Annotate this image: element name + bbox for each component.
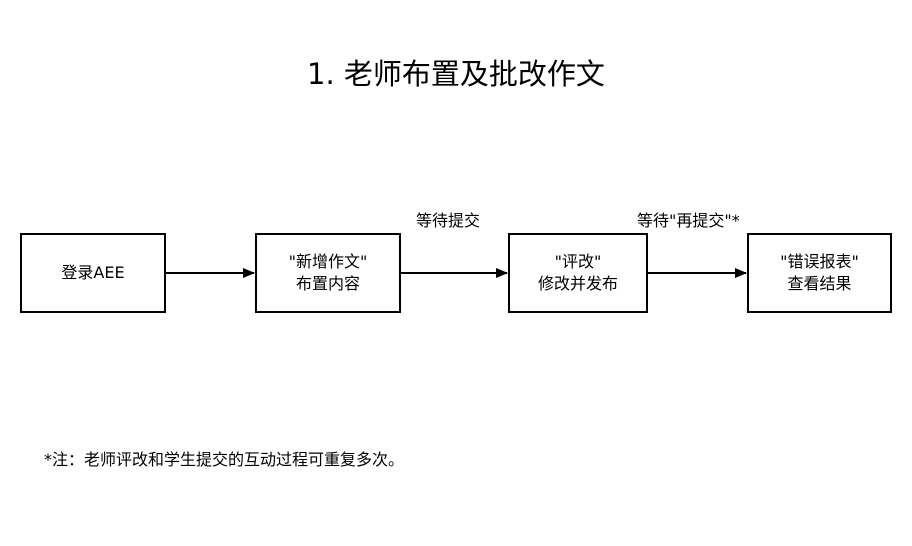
edge-label-wait-submit: 等待提交 <box>416 211 481 230</box>
node-error-report-line-2: 查看结果 <box>787 274 852 293</box>
edge-label-wait-resubmit: 等待"再提交"* <box>637 211 740 230</box>
node-assign-essay-line-2: 布置内容 <box>295 274 360 293</box>
node-error-report-line-1: "错误报表" <box>780 252 859 271</box>
node-grade-essay-line-2: 修改并发布 <box>537 274 618 293</box>
node-assign-essay: "新增作文" 布置内容 <box>255 233 401 313</box>
node-error-report: "错误报表" 查看结果 <box>747 233 892 313</box>
node-login-aee: 登录AEE <box>20 233 166 313</box>
node-login-aee-line-1: 登录AEE <box>61 263 125 282</box>
diagram-title: 1. 老师布置及批改作文 <box>307 57 605 91</box>
node-grade-essay-line-1: "评改" <box>554 252 602 271</box>
footnote: *注：老师评改和学生提交的互动过程可重复多次。 <box>44 450 405 469</box>
node-assign-essay-line-1: "新增作文" <box>288 252 368 271</box>
node-grade-essay: "评改" 修改并发布 <box>508 233 648 313</box>
